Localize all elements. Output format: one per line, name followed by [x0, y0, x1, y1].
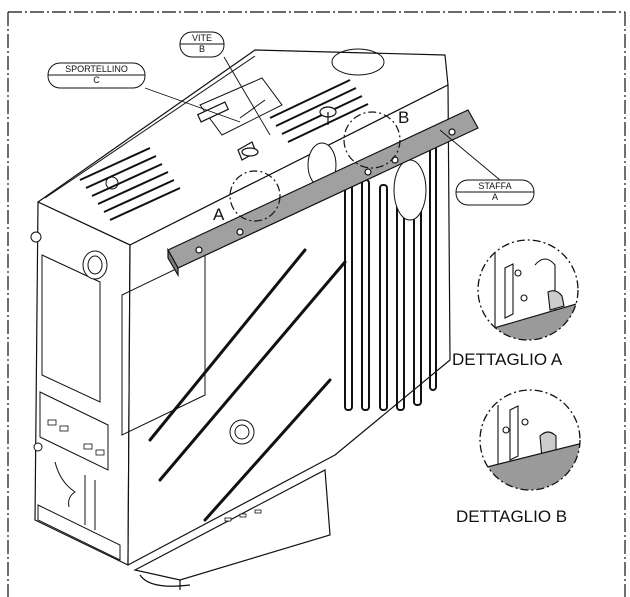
- callout-sportellino-name: SPORTELLINO: [65, 64, 128, 74]
- marker-a: A: [213, 205, 225, 224]
- callout-sportellino: SPORTELLINO C: [48, 64, 145, 86]
- staffa-bracket: [167, 109, 479, 278]
- callout-vite-code: B: [198, 44, 205, 54]
- front-face: [30, 231, 121, 561]
- detail-b: [479, 389, 581, 491]
- callout-vite-name: VITE: [191, 33, 212, 43]
- callout-vite: VITE B: [180, 33, 224, 55]
- callout-balloons: [47, 31, 535, 206]
- drawing-frame: [7, 11, 626, 597]
- stove-base: [133, 469, 331, 590]
- detail-circles: [229, 111, 401, 222]
- callout-staffa: STAFFA A: [456, 181, 534, 203]
- detail-a-caption: DETTAGLIO A: [452, 350, 563, 369]
- callout-staffa-code: A: [491, 192, 498, 202]
- leader-lines: [144, 56, 501, 181]
- top-details: [44, 48, 385, 252]
- callout-sportellino-code: C: [93, 75, 100, 85]
- detail-a: [477, 239, 579, 341]
- callout-staffa-name: STAFFA: [478, 181, 512, 191]
- marker-b: B: [398, 108, 410, 127]
- detail-b-caption: DETTAGLIO B: [456, 507, 568, 526]
- side-face: [121, 129, 437, 522]
